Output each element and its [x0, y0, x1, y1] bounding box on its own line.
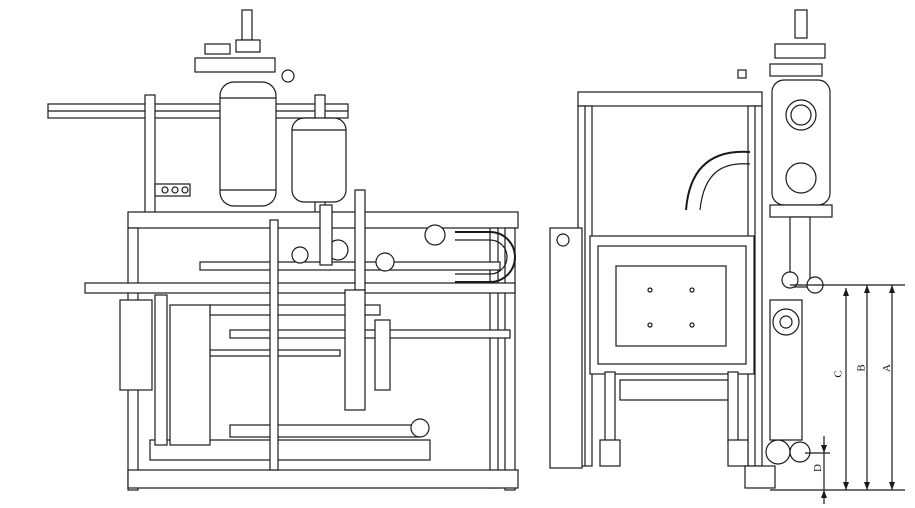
heat-exchanger [169, 304, 211, 446]
dimension-label-b: B [855, 364, 868, 372]
front-view [549, 9, 833, 489]
viewing-window [615, 265, 727, 347]
front-top-beam [577, 91, 763, 107]
base-frame [127, 469, 519, 489]
curved-pipe [685, 150, 751, 211]
secondary-tank [291, 117, 347, 203]
side-view [47, 9, 519, 491]
dimension-label-a: A [880, 364, 893, 372]
dimension-label-d: D [811, 464, 824, 472]
dimension-lines [770, 284, 905, 504]
u-bend-pipe [455, 231, 516, 283]
top-valve [241, 9, 253, 41]
dimension-label-c: C [832, 370, 845, 378]
main-pipe [84, 282, 516, 294]
beam-post [144, 94, 156, 214]
main-tank [219, 81, 277, 207]
